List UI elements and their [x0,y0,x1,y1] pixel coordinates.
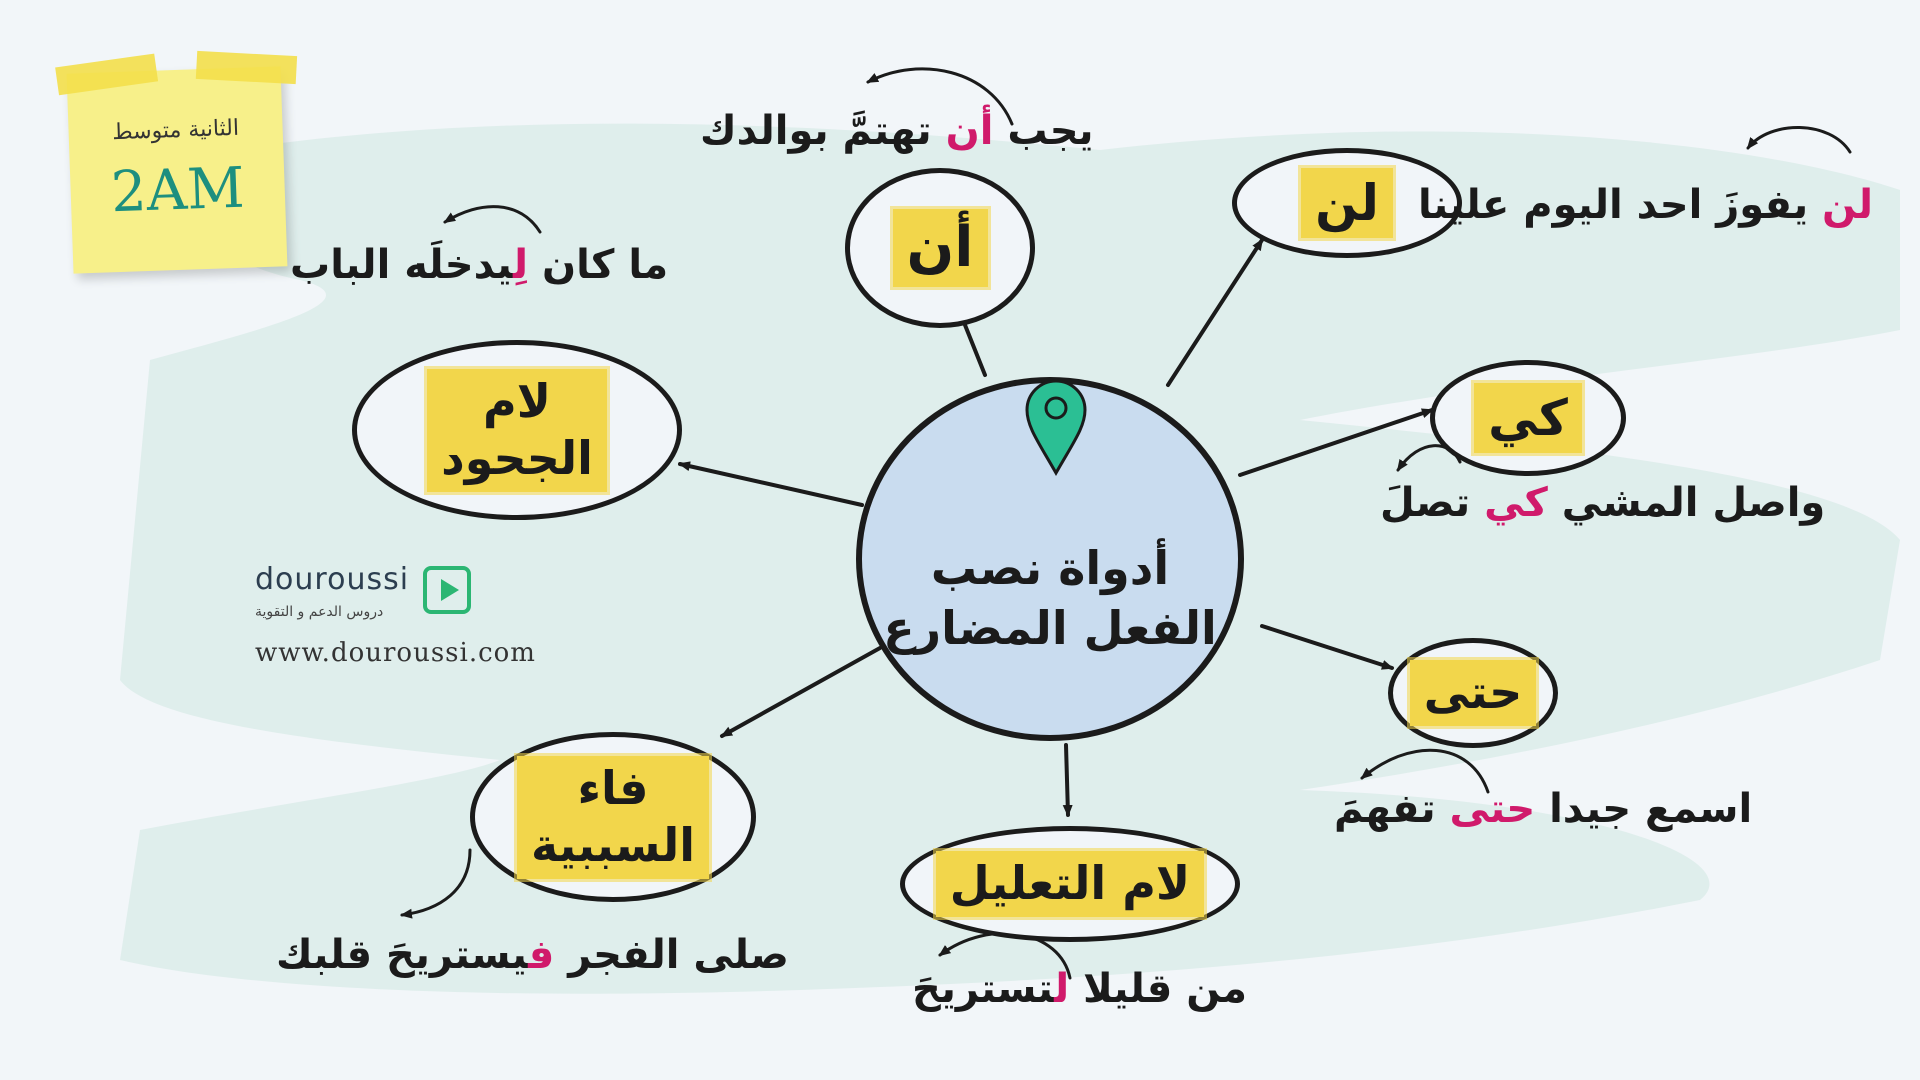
node-lan: لن [1232,148,1462,258]
example-kay-tool: كي [1484,480,1548,526]
node-fa-sababiya: فاء السببية [470,732,756,902]
arrow-to-hatta [1260,624,1394,670]
node-lam-juhud-line2: الجحود [441,431,593,485]
brand-tagline: دروس الدعم و التقوية [255,604,384,620]
node-kay-label: كي [1474,382,1582,454]
node-an: أن [845,168,1035,328]
curl-arrow-lan [1746,126,1852,154]
node-lam-taalil: لام التعليل [900,826,1240,942]
arrow-to-lam-taalil [1062,743,1073,817]
example-kay: واصل المشي كي تصلَ [1380,480,1825,526]
node-hatta: حتى [1388,638,1558,748]
example-hatta-post: تفهمَ [1334,786,1450,832]
node-hatta-label: حتى [1409,660,1537,726]
center-title-line2: الفعل المضارع [883,601,1217,655]
node-fa-sababiya-label: فاء السببية [516,755,710,879]
arrow-to-kay [1238,408,1434,477]
node-lam-juhud-label: لام الجحود [427,368,607,492]
curl-arrow-an [866,67,1014,126]
tape-right [195,50,298,85]
arrow-to-lan [1166,238,1264,387]
curl-arrow-hatta [1360,748,1490,794]
example-lam-taalil-post: تستريحَ [912,966,1055,1012]
curl-arrow-lam-juhud [443,205,542,234]
node-an-label: أن [892,209,988,287]
node-fa-line1: فاء [577,760,649,815]
example-lan: لن يفوزَ احد اليوم علينا [1418,182,1873,228]
example-fa-pre: صلى الفجر [554,932,789,978]
arrow-to-lam-juhud [678,461,864,507]
level-sticky-note: الثانية متوسط 2AM [55,50,298,274]
example-an: يجب أن تهتمَّ بوالدك [700,108,1094,154]
node-fa-line2: السببية [530,818,696,872]
node-lam-taalil-label: لام التعليل [935,851,1205,917]
level-code: 2AM [109,155,246,226]
arrow-to-fa-sababiya [720,646,882,738]
example-an-pre: يجب [993,108,1094,154]
example-fa-sababiya: صلى الفجر فيستريحَ قلبك [276,932,789,978]
example-an-tool: أن [945,108,994,154]
map-pin-icon [1025,379,1087,477]
example-an-post: تهتمَّ بوالدك [700,108,946,154]
example-hatta-pre: اسمع جيدا [1535,786,1753,832]
node-kay: كي [1430,360,1626,476]
center-topic-node: أدواة نصب الفعل المضارع [856,377,1244,741]
node-lan-label: لن [1301,167,1393,239]
center-title-line1: أدواة نصب [930,541,1170,596]
brand-name: douroussi [255,562,410,597]
play-icon [423,566,471,614]
example-lan-tool: لن [1822,182,1874,228]
example-fa-tool: ف [528,932,555,978]
example-lan-post: يفوزَ احد اليوم علينا [1418,182,1823,228]
brand-logo: douroussi دروس الدعم و التقوية [255,562,485,632]
level-arabic: الثانية متوسط [111,115,240,146]
example-lam-juhud-post: يدخلَه الباب [290,242,514,288]
example-lam-juhud-pre: ما كان [528,242,669,288]
example-fa-post: يستريحَ قلبك [276,932,529,978]
example-kay-pre: واصل المشي [1547,480,1826,526]
node-lam-juhud-line1: لام [483,373,551,428]
brand-url: www.douroussi.com [255,638,536,668]
example-hatta-tool: حتى [1449,786,1536,832]
example-lam-juhud-tool: لِ [513,242,529,288]
example-kay-post: تصلَ [1380,480,1485,526]
node-lam-juhud: لام الجحود [352,340,682,520]
example-hatta: اسمع جيدا حتى تفهمَ [1334,786,1752,832]
example-lam-taalil: من قليلا لتستريحَ [912,966,1247,1012]
example-lam-juhud: ما كان لِيدخلَه الباب [290,242,668,288]
example-lam-taalil-tool: ل [1054,966,1070,1012]
curl-arrow-fa [400,848,472,919]
example-lam-taalil-pre: من قليلا [1069,966,1247,1012]
center-title: أدواة نصب الفعل المضارع [883,539,1217,659]
